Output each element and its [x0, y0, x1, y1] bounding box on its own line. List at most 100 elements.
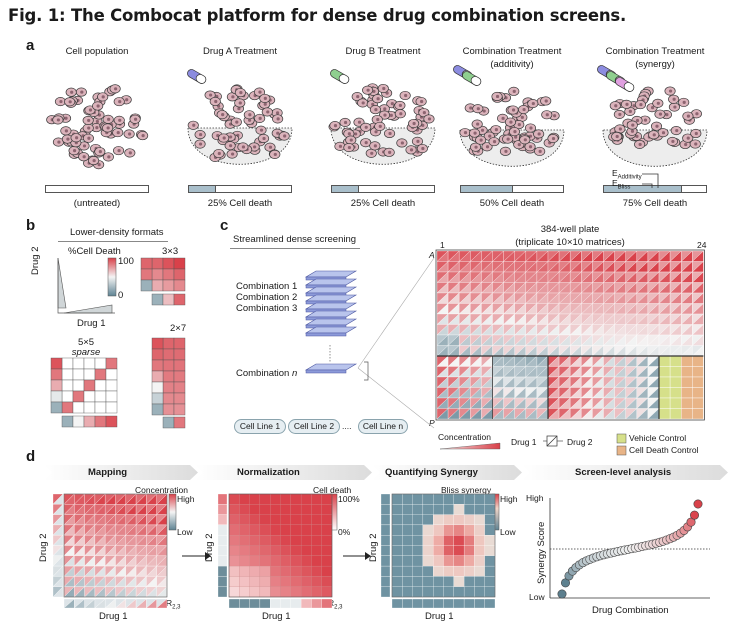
synergy-cell [433, 555, 444, 567]
drug-a-pill-icon [187, 69, 207, 84]
synergy-cell [433, 565, 444, 577]
format-5x5-note: sparse [71, 347, 101, 358]
cell-line-pill-1: Cell Line 1 [234, 419, 286, 434]
synergy-cell [453, 565, 465, 577]
cell-death-bar [45, 185, 149, 193]
cell-line-pill-n: Cell Line n [358, 419, 408, 434]
normalized-cell [259, 504, 271, 515]
normalized-cell [259, 565, 271, 577]
normalized-cell [259, 535, 271, 546]
synergy-cell [402, 545, 413, 556]
synergy-cell [391, 504, 403, 515]
synergy-cell [433, 576, 444, 587]
synergy-cell [453, 504, 465, 515]
panel-c-header-rule [230, 248, 360, 249]
stage-arrow [372, 465, 522, 480]
cell-death-bar [331, 185, 435, 193]
synergy-cell [443, 535, 454, 546]
synergy-cell [474, 514, 485, 526]
synergy-cell [463, 565, 475, 577]
panel-b-x-axis: Drug 1 [77, 318, 106, 329]
synergy-cell [443, 545, 454, 556]
normalized-cell [270, 524, 281, 536]
cell-line-ellipsis: .... [342, 421, 352, 431]
normalized-cell [270, 545, 281, 556]
normalized-cell [311, 493, 322, 505]
norm-drug2-cell [217, 545, 228, 556]
matrix-cell [173, 293, 186, 306]
norm-drug1-cell [300, 598, 312, 609]
synergy-cell [412, 555, 424, 567]
normalized-cell [290, 555, 302, 567]
normalized-cell [259, 514, 271, 526]
matrix-cell [151, 403, 164, 416]
normalized-cell [290, 524, 302, 536]
cell-death-bar-fill [604, 186, 682, 192]
synergy-cell [453, 514, 465, 526]
synergy-cell [474, 504, 485, 515]
well-plate-384 [435, 249, 705, 421]
matrix-5x5-drug1-row [61, 415, 118, 428]
normalized-cell [311, 576, 322, 587]
synergy-cell [474, 535, 485, 546]
matrix-cell [173, 403, 186, 416]
normalized-cell [300, 535, 312, 546]
normalized-cell [228, 565, 240, 577]
concentration-label: Concentration [438, 432, 491, 442]
normalized-cell [270, 576, 281, 587]
synergy-cell [463, 493, 475, 505]
cell-line-pill-2: Cell Line 2 [288, 419, 340, 434]
synergy-cell [402, 576, 413, 587]
norm-drug2-cell [217, 493, 228, 505]
normalized-cell [249, 535, 261, 546]
stage-normalization: Normalization [237, 467, 300, 478]
mapping-legend-high: High [177, 494, 195, 504]
concentration-wedge [439, 442, 501, 450]
norm-drug2-cell [217, 555, 228, 567]
normalized-cell [228, 504, 240, 515]
synergy-cell [402, 504, 413, 515]
synergy-cell [422, 535, 434, 546]
normalized-cell [249, 493, 261, 505]
format-2x7-label: 2×7 [170, 323, 187, 334]
synergy-cell [463, 586, 475, 598]
normalized-cell [311, 545, 322, 556]
synergy-cell [422, 565, 434, 577]
plate-stack-edge [305, 332, 347, 337]
legend-min-label: 0 [118, 290, 124, 301]
normalized-cell [280, 545, 291, 556]
normalized-cell [321, 565, 333, 577]
panel-b-header-rule [58, 241, 168, 242]
synergy-cell [474, 555, 485, 567]
synergy-cell [391, 514, 403, 526]
synergy-cell [474, 586, 485, 598]
panel-a-col-caption: 25% Cell death [350, 198, 416, 209]
stack-bracket [364, 361, 369, 381]
synergy-cell [484, 565, 496, 577]
normalized-cell [259, 545, 271, 556]
matrix-cell [105, 401, 118, 414]
panel-a-col-caption: (untreated) [73, 198, 121, 209]
synergy-cell [422, 576, 434, 587]
normalized-cell [228, 493, 240, 505]
stage-screen-level: Screen-level analysis [575, 467, 672, 478]
synergy-cell [422, 545, 434, 556]
plate-row-last: P [429, 418, 435, 428]
syn-drug1-cell [422, 598, 434, 609]
normalized-cell [239, 586, 250, 598]
synergy-cell [391, 493, 403, 505]
matrix-2x7 [162, 337, 186, 416]
stage-arrow [195, 465, 372, 480]
normalized-cell [280, 504, 291, 515]
normalized-cell [300, 524, 312, 536]
synergy-cell [422, 493, 434, 505]
normalized-cell [270, 514, 281, 526]
zoom-line [357, 367, 435, 429]
syn-drug1-cell [391, 598, 403, 609]
synergy-cell [391, 535, 403, 546]
matrix-cell [173, 416, 186, 429]
norm-drug2-cell [217, 535, 228, 546]
panel-d-letter: d [26, 448, 36, 465]
normalized-cell [290, 504, 302, 515]
matrix-cell [140, 279, 153, 292]
